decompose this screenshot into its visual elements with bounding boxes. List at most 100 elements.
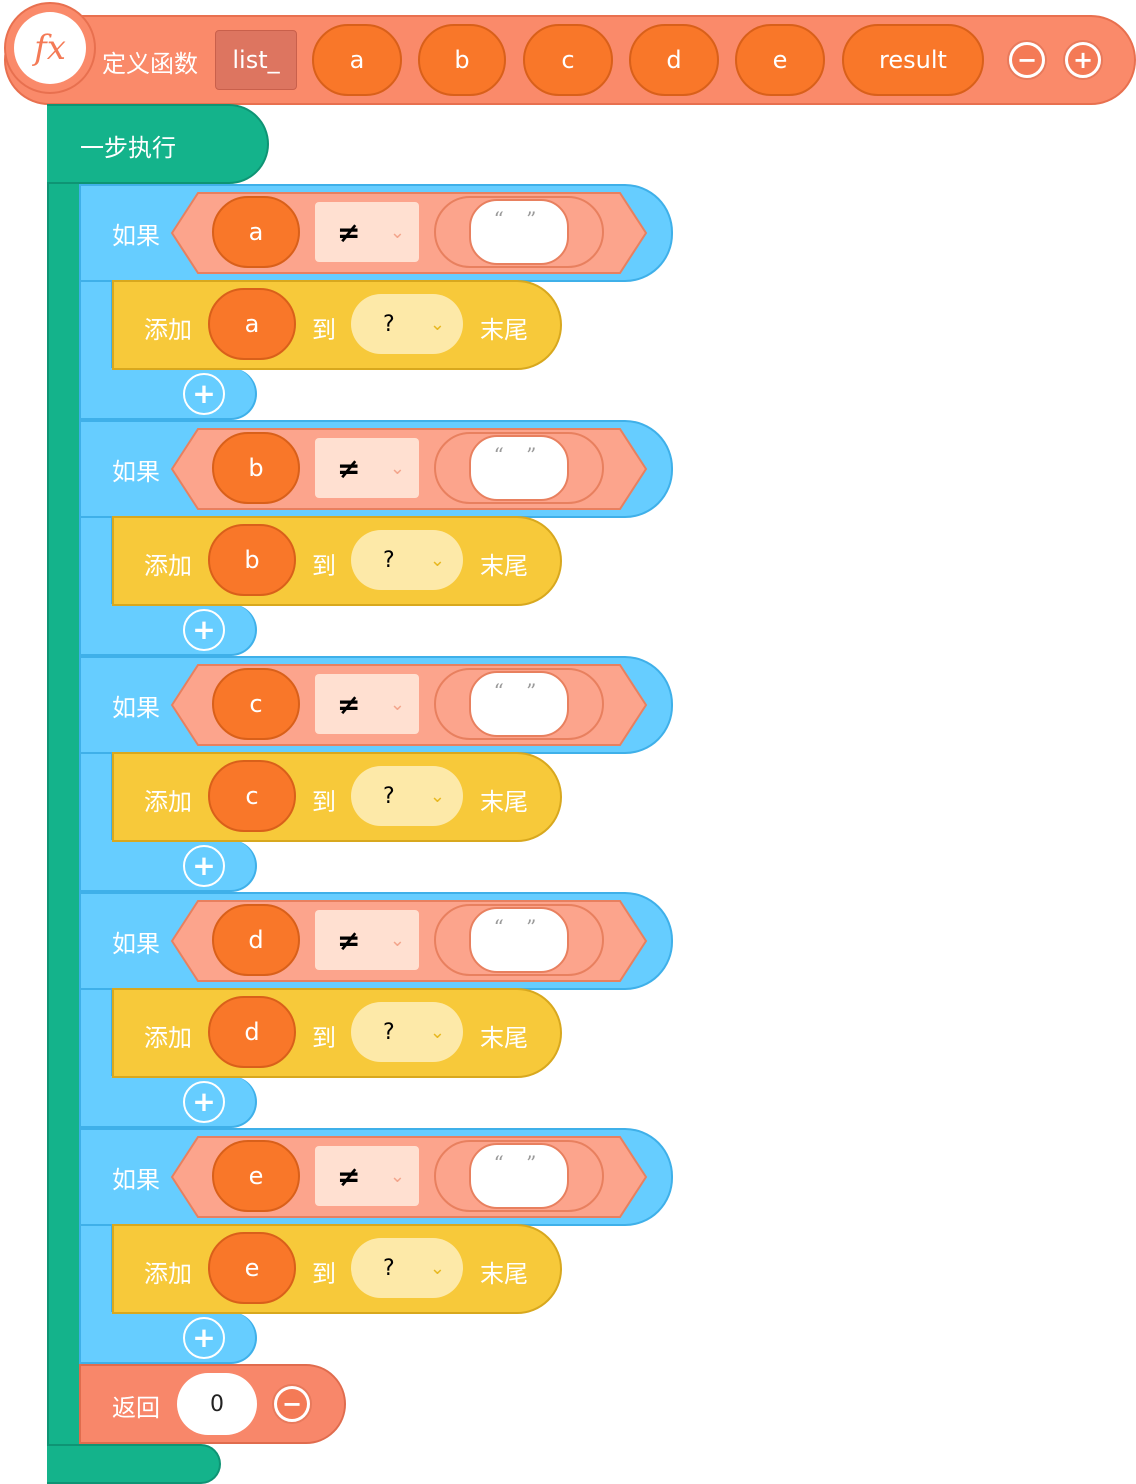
list-dropdown-value: ? xyxy=(383,1255,395,1281)
string-input[interactable]: “ ” xyxy=(469,435,569,501)
fx-icon: fx xyxy=(14,12,86,84)
add-item-variable[interactable]: a xyxy=(208,288,296,360)
sequence-block-spine xyxy=(47,104,81,1484)
to-label: 到 xyxy=(312,788,336,816)
operator-dropdown[interactable]: ≠ ⌄ xyxy=(315,438,419,498)
not-equal-operator: ≠ xyxy=(337,451,361,485)
remove-param-button[interactable]: − xyxy=(1007,40,1047,80)
add-label: 添加 xyxy=(144,1024,192,1052)
end-label: 末尾 xyxy=(480,788,528,816)
function-name-field[interactable]: list_ xyxy=(215,30,297,90)
end-label: 末尾 xyxy=(480,316,528,344)
string-input[interactable]: “ ” xyxy=(469,1143,569,1209)
operator-dropdown[interactable]: ≠ ⌄ xyxy=(315,674,419,734)
param-c[interactable]: c xyxy=(523,24,613,96)
list-dropdown[interactable]: ? ⌄ xyxy=(351,1002,463,1062)
string-input[interactable]: “ ” xyxy=(469,671,569,737)
to-label: 到 xyxy=(312,316,336,344)
chevron-down-icon: ⌄ xyxy=(389,1165,405,1187)
add-label: 添加 xyxy=(144,316,192,344)
chevron-down-icon: ⌄ xyxy=(389,457,405,479)
string-input[interactable]: “ ” xyxy=(469,199,569,265)
string-value-block[interactable]: “ ” xyxy=(434,432,604,504)
add-else-button[interactable]: + xyxy=(183,373,225,415)
add-else-button[interactable]: + xyxy=(183,1081,225,1123)
chevron-down-icon: ⌄ xyxy=(429,313,445,335)
param-e[interactable]: e xyxy=(735,24,825,96)
not-equal-operator: ≠ xyxy=(337,215,361,249)
list-dropdown[interactable]: ? ⌄ xyxy=(351,766,463,826)
add-to-list-block[interactable] xyxy=(112,516,562,606)
add-else-button[interactable]: + xyxy=(183,845,225,887)
add-label: 添加 xyxy=(144,1260,192,1288)
add-param-button[interactable]: + xyxy=(1063,40,1103,80)
not-equal-operator: ≠ xyxy=(337,1159,361,1193)
define-function-label: 定义函数 xyxy=(102,50,198,78)
condition-variable[interactable]: b xyxy=(212,432,300,504)
operator-dropdown[interactable]: ≠ ⌄ xyxy=(315,910,419,970)
add-to-list-block[interactable] xyxy=(112,988,562,1078)
param-a[interactable]: a xyxy=(312,24,402,96)
param-d[interactable]: d xyxy=(629,24,719,96)
list-dropdown[interactable]: ? ⌄ xyxy=(351,1238,463,1298)
list-dropdown-value: ? xyxy=(383,1019,395,1045)
if-label: 如果 xyxy=(112,222,160,250)
if-block-footer xyxy=(79,368,257,420)
add-to-list-block[interactable] xyxy=(112,752,562,842)
param-result[interactable]: result xyxy=(842,24,984,96)
not-equal-operator: ≠ xyxy=(337,923,361,957)
list-dropdown-value: ? xyxy=(383,547,395,573)
sequence-block[interactable] xyxy=(47,104,269,184)
string-value-block[interactable]: “ ” xyxy=(434,1140,604,1212)
add-else-button[interactable]: + xyxy=(183,609,225,651)
sequence-label: 一步执行 xyxy=(80,134,176,162)
chevron-down-icon: ⌄ xyxy=(389,221,405,243)
add-item-variable[interactable]: b xyxy=(208,524,296,596)
if-block-footer xyxy=(79,840,257,892)
sequence-block-footer xyxy=(47,1444,221,1484)
return-remove-button[interactable]: − xyxy=(272,1384,312,1424)
add-item-variable[interactable]: d xyxy=(208,996,296,1068)
string-value-block[interactable]: “ ” xyxy=(434,196,604,268)
list-dropdown[interactable]: ? ⌄ xyxy=(351,294,463,354)
end-label: 末尾 xyxy=(480,1024,528,1052)
if-label: 如果 xyxy=(112,930,160,958)
condition-variable[interactable]: d xyxy=(212,904,300,976)
end-label: 末尾 xyxy=(480,552,528,580)
chevron-down-icon: ⌄ xyxy=(389,693,405,715)
return-value-field[interactable]: 0 xyxy=(177,1373,257,1435)
condition-variable[interactable]: e xyxy=(212,1140,300,1212)
if-block-footer xyxy=(79,1076,257,1128)
if-block-footer xyxy=(79,604,257,656)
add-item-variable[interactable]: c xyxy=(208,760,296,832)
add-to-list-block[interactable] xyxy=(112,280,562,370)
param-b[interactable]: b xyxy=(418,24,506,96)
string-value-block[interactable]: “ ” xyxy=(434,904,604,976)
add-label: 添加 xyxy=(144,788,192,816)
plus-icon: + xyxy=(1068,45,1098,75)
add-item-variable[interactable]: e xyxy=(208,1232,296,1304)
chevron-down-icon: ⌄ xyxy=(429,549,445,571)
to-label: 到 xyxy=(312,1260,336,1288)
string-input[interactable]: “ ” xyxy=(469,907,569,973)
end-label: 末尾 xyxy=(480,1260,528,1288)
add-label: 添加 xyxy=(144,552,192,580)
chevron-down-icon: ⌄ xyxy=(429,1021,445,1043)
if-label: 如果 xyxy=(112,694,160,722)
operator-dropdown[interactable]: ≠ ⌄ xyxy=(315,202,419,262)
add-else-button[interactable]: + xyxy=(183,1317,225,1359)
list-dropdown[interactable]: ? ⌄ xyxy=(351,530,463,590)
if-label: 如果 xyxy=(112,458,160,486)
to-label: 到 xyxy=(312,1024,336,1052)
if-block-footer xyxy=(79,1312,257,1364)
to-label: 到 xyxy=(312,552,336,580)
condition-variable[interactable]: c xyxy=(212,668,300,740)
condition-variable[interactable]: a xyxy=(212,196,300,268)
return-label: 返回 xyxy=(112,1394,160,1422)
add-to-list-block[interactable] xyxy=(112,1224,562,1314)
operator-dropdown[interactable]: ≠ ⌄ xyxy=(315,1146,419,1206)
chevron-down-icon: ⌄ xyxy=(389,929,405,951)
not-equal-operator: ≠ xyxy=(337,687,361,721)
string-value-block[interactable]: “ ” xyxy=(434,668,604,740)
function-icon-badge: fx xyxy=(4,2,96,94)
